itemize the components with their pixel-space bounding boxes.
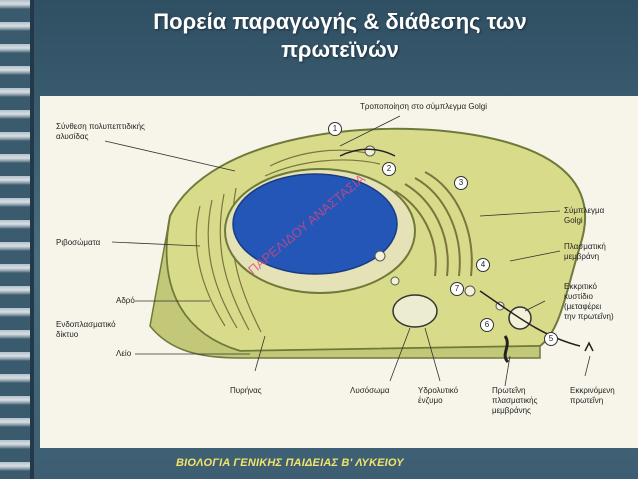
title-line-1: Πορεία παραγωγής & διάθεσης των <box>153 9 527 34</box>
label-line: Πλασματική <box>564 242 606 251</box>
secreted-protein-shape <box>584 341 594 352</box>
cell-diagram: ΠΑΡΕΛΙΔΟΥ ΑΝΑΣΤΑΣΙΑ Σύνθεση πολυπεπτιδικ… <box>40 96 638 448</box>
label-line: πρωτεΐνη <box>570 396 604 405</box>
label-line: Εκκρινόμενη <box>570 386 615 395</box>
slide-footer: ΒΙΟΛΟΓΙΑ ΓΕΝΙΚΗΣ ΠΑΙΔΕΙΑΣ Β' ΛΥΚΕΙΟΥ <box>176 457 404 469</box>
label-line: μεμβράνης <box>492 406 531 415</box>
label-line: ένζυμο <box>418 396 443 405</box>
label-secretory-vesicle: Εκκριτικό κυστίδιο (μεταφέρει την πρωτεΐ… <box>564 282 614 322</box>
label-line: δίκτυο <box>56 330 79 339</box>
label-line: Σύμπλεγμα <box>564 206 605 215</box>
label-smooth-er: Λείο <box>116 349 132 358</box>
step-3-badge: 3 <box>454 176 468 190</box>
spiral-binding <box>0 0 30 479</box>
binding-edge <box>30 0 34 479</box>
label-golgi-modification: Τροποποίηση στο σύμπλεγμα Golgi <box>360 102 488 111</box>
membrane-protein-shape <box>503 335 510 364</box>
step-1-badge: 1 <box>328 122 342 136</box>
label-line: Σύνθεση πολυπεπτιδικής <box>56 122 145 131</box>
endoplasmic-reticulum <box>195 149 381 333</box>
label-line: Ενδοπλασματικό <box>56 320 116 329</box>
label-plasma-membrane: Πλασματική μεμβράνη <box>564 242 606 262</box>
label-line: μεμβράνη <box>564 252 600 261</box>
slide-title: Πορεία παραγωγής & διάθεσης των πρωτεϊνώ… <box>60 8 620 64</box>
label-er: Ενδοπλασματικό δίκτυο <box>56 320 116 340</box>
label-line: την πρωτεΐνη) <box>564 312 614 321</box>
label-line: κυστίδιο <box>564 292 593 301</box>
vesicles <box>364 145 505 311</box>
step-7-badge: 7 <box>450 282 464 296</box>
leader-lines <box>104 115 591 387</box>
label-line: Πρωτεΐνη <box>492 386 526 395</box>
label-polypeptide-synthesis: Σύνθεση πολυπεπτιδικής αλυσίδας <box>56 122 145 142</box>
label-lysosome: Λυσόσωμα <box>350 386 390 395</box>
step-5-badge: 5 <box>544 332 558 346</box>
label-ribosomes: Ριβοσώματα <box>56 238 101 247</box>
pathway-arrows <box>339 148 581 347</box>
label-rough-er: Αδρό <box>116 296 135 305</box>
step-4-badge: 4 <box>476 258 490 272</box>
label-line: (μεταφέρει <box>564 302 602 311</box>
label-line: πλασματικής <box>492 396 538 405</box>
label-golgi: Σύμπλεγμα Golgi <box>564 206 604 226</box>
nucleus <box>232 173 398 275</box>
label-line: αλυσίδας <box>56 132 89 141</box>
cell-illustration <box>104 115 594 387</box>
step-6-badge: 6 <box>480 318 494 332</box>
label-nucleus: Πυρήνας <box>230 386 262 395</box>
label-secreted-protein: Εκκρινόμενη πρωτεΐνη <box>570 386 615 406</box>
title-line-2: πρωτεϊνών <box>281 37 399 62</box>
lysosome <box>392 294 438 328</box>
label-line: Εκκριτικό <box>564 282 597 291</box>
label-line: Υδρολυτικό <box>418 386 459 395</box>
step-2-badge: 2 <box>382 162 396 176</box>
label-membrane-protein: Πρωτεΐνη πλασματικής μεμβράνης <box>492 386 537 416</box>
cell-lower-wall <box>149 215 541 359</box>
label-hydrolytic-enzyme: Υδρολυτικό ένζυμο <box>418 386 458 406</box>
golgi-apparatus <box>394 171 473 277</box>
label-line: Golgi <box>564 216 583 225</box>
